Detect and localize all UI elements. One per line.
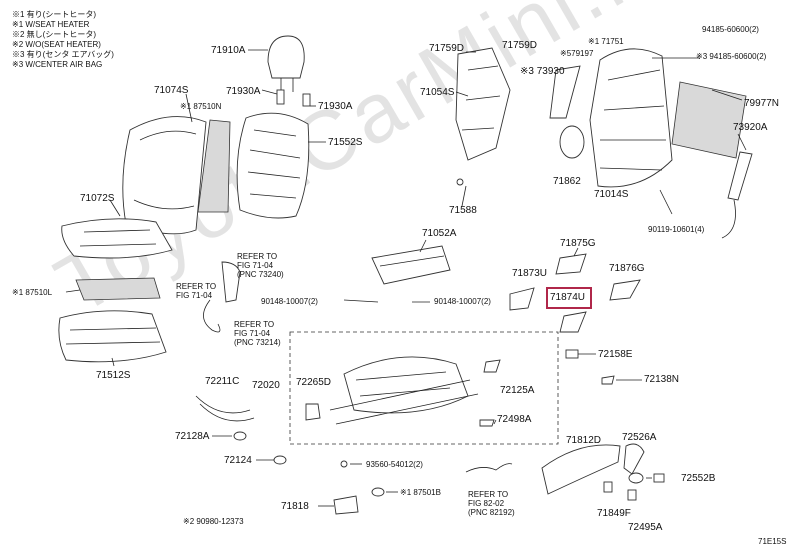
label-71074S[interactable]: 71074S bbox=[154, 85, 189, 96]
label-72498A[interactable]: 72498A bbox=[497, 414, 532, 425]
label-71052A[interactable]: 71052A bbox=[422, 228, 457, 239]
label-72526A[interactable]: 72526A bbox=[622, 432, 657, 443]
figure-code: 71E15S bbox=[758, 537, 787, 546]
refer-fig-82-02[interactable]: REFER TO FIG 82-02 (PNC 82192) bbox=[468, 490, 515, 517]
seatback-heater bbox=[197, 119, 231, 213]
refer-line: (PNC 73240) bbox=[237, 270, 284, 279]
refer-line: REFER TO bbox=[237, 252, 278, 261]
refer-line: REFER TO bbox=[176, 282, 217, 291]
label-90119[interactable]: 90119-10601(4) bbox=[648, 225, 705, 234]
label-71588[interactable]: 71588 bbox=[449, 205, 477, 216]
refer-fig-71-04-c[interactable]: REFER TO FIG 71-04 (PNC 73214) bbox=[234, 320, 281, 347]
label-90148-2[interactable]: 90148-10007(2) bbox=[434, 297, 491, 306]
label-71054S[interactable]: 71054S bbox=[420, 87, 455, 98]
note-4: ※3 有り(センタ エアバッグ) bbox=[12, 50, 114, 59]
label-72158E[interactable]: 72158E bbox=[598, 349, 633, 360]
refer-line: FIG 71-04 bbox=[234, 329, 271, 338]
refer-line: (PNC 82192) bbox=[468, 508, 515, 517]
label-71873U[interactable]: 71873U bbox=[512, 268, 548, 279]
label-71876G[interactable]: 71876G bbox=[609, 263, 645, 274]
back-board bbox=[671, 81, 747, 159]
label-72552B[interactable]: 72552B bbox=[681, 473, 716, 484]
label-93560[interactable]: 93560-54012(2) bbox=[366, 460, 423, 469]
note-3: ※2 W/O(SEAT HEATER) bbox=[12, 40, 101, 49]
label-71512S[interactable]: 71512S bbox=[96, 370, 131, 381]
side-shield bbox=[541, 444, 621, 495]
refer-line: FIG 71-04 bbox=[237, 261, 274, 270]
label-72211C[interactable]: 72211C bbox=[205, 376, 240, 387]
note-2: ※2 無し(シートヒータ) bbox=[12, 30, 96, 39]
seat-track-frame bbox=[343, 356, 469, 414]
label-87510N[interactable]: ※1 87510N bbox=[180, 102, 222, 111]
refer-line: FIG 71-04 bbox=[176, 291, 213, 300]
refer-line: (PNC 73214) bbox=[234, 338, 281, 347]
refer-line: REFER TO bbox=[234, 320, 275, 329]
label-71910A[interactable]: 71910A bbox=[211, 45, 246, 56]
label-87501B[interactable]: ※1 87501B bbox=[400, 488, 441, 497]
label-71862[interactable]: 71862 bbox=[553, 176, 581, 187]
note-5: ※3 W/CENTER AIR BAG bbox=[12, 60, 103, 69]
headrest-shape bbox=[267, 35, 305, 79]
label-72020[interactable]: 72020 bbox=[252, 380, 280, 391]
label-71751[interactable]: ※1 71751 bbox=[588, 37, 624, 46]
label-94185-1[interactable]: 94185-60600(2) bbox=[702, 25, 759, 34]
note-0: ※1 有り(シートヒータ) bbox=[12, 10, 96, 19]
label-79197[interactable]: ※579197 bbox=[560, 49, 594, 58]
label-79977N[interactable]: 79977N bbox=[744, 98, 780, 109]
label-72265D[interactable]: 72265D bbox=[296, 377, 332, 388]
seatback-cover-left bbox=[122, 116, 207, 235]
note-1: ※1 W/SEAT HEATER bbox=[12, 20, 90, 29]
label-90148-1[interactable]: 90148-10007(2) bbox=[261, 297, 318, 306]
airbag bbox=[727, 151, 753, 201]
highlight-box bbox=[546, 287, 592, 309]
label-71552S[interactable]: 71552S bbox=[328, 137, 363, 148]
refer-line: REFER TO bbox=[468, 490, 509, 499]
label-71874U[interactable]: 71874U bbox=[550, 292, 586, 303]
label-73920A[interactable]: 73920A bbox=[733, 122, 768, 133]
label-90980[interactable]: ※2 90980-12373 bbox=[183, 517, 244, 526]
label-72124[interactable]: 72124 bbox=[224, 455, 252, 466]
label-73930[interactable]: ※3 73930 bbox=[520, 66, 565, 77]
cushion-cover-upper bbox=[61, 218, 173, 259]
label-71930A-1[interactable]: 71930A bbox=[226, 86, 261, 97]
label-71875G[interactable]: 71875G bbox=[560, 238, 596, 249]
track-group-box bbox=[289, 331, 559, 445]
cushion-heater bbox=[75, 277, 161, 301]
seatback-frame-right bbox=[589, 48, 673, 188]
label-71759D-2[interactable]: 71759D bbox=[502, 40, 538, 51]
seatback-pad bbox=[236, 112, 310, 219]
label-71818[interactable]: 71818 bbox=[281, 501, 309, 512]
label-94185-2[interactable]: ※3 94185-60600(2) bbox=[696, 52, 767, 61]
label-72128A[interactable]: 72128A bbox=[175, 431, 210, 442]
label-87510L[interactable]: ※1 87510L bbox=[12, 288, 53, 297]
refer-fig-71-04-b[interactable]: REFER TO FIG 71-04 bbox=[176, 282, 216, 300]
label-71812D[interactable]: 71812D bbox=[566, 435, 602, 446]
label-71849F[interactable]: 71849F bbox=[597, 508, 631, 519]
seatback-frame-center bbox=[455, 47, 511, 161]
label-72138N[interactable]: 72138N bbox=[644, 374, 680, 385]
label-71930A-2[interactable]: 71930A bbox=[318, 101, 353, 112]
label-71072S[interactable]: 71072S bbox=[80, 193, 115, 204]
cushion-pad bbox=[58, 310, 167, 363]
label-71759D-1[interactable]: 71759D bbox=[429, 43, 465, 54]
refer-line: FIG 82-02 bbox=[468, 499, 505, 508]
label-71014S[interactable]: 71014S bbox=[594, 189, 629, 200]
refer-fig-71-04-a[interactable]: REFER TO FIG 71-04 (PNC 73240) bbox=[237, 252, 284, 279]
adjuster-upper bbox=[371, 245, 451, 285]
label-72495A[interactable]: 72495A bbox=[628, 522, 663, 533]
label-72125A[interactable]: 72125A bbox=[500, 385, 535, 396]
